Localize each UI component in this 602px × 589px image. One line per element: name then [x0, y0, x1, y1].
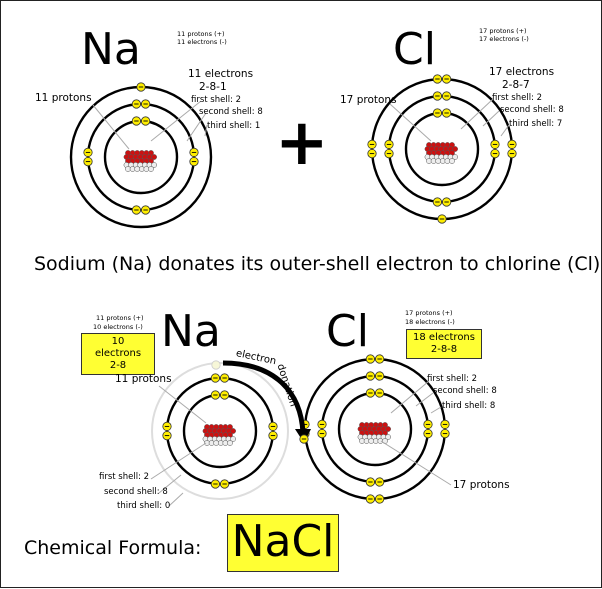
- top-na-proton-count: 11 protons (+): [177, 30, 225, 38]
- bottom-na-nucleus-particle: [230, 436, 236, 442]
- bottom-na-box-line-1: 10 electrons: [94, 336, 142, 359]
- top-na-shell-1-pointer: [150, 100, 202, 142]
- top-na-shell-2-pointer: [186, 112, 207, 142]
- top-cl-shell-3-pointer: [500, 124, 510, 137]
- bottom-na-shell-1: [182, 393, 258, 469]
- bottom-na-nucleus-particle: [227, 440, 233, 446]
- bottom-na-box-line-2: 2-8: [109, 360, 127, 371]
- top-cl-nucleus-particle: [449, 158, 455, 164]
- top-na-shell-3: third shell: 1: [207, 121, 261, 131]
- top-na-shell-2: second shell: 8: [199, 107, 263, 117]
- bottom-cl-shell-3: third shell: 8: [442, 401, 496, 411]
- bottom-na-shell-1-pointer: [150, 442, 207, 480]
- bottom-cl-box-line-1: 18 electrons: [413, 332, 475, 343]
- plus-sign: +: [275, 106, 329, 180]
- bottom-cl-proton-count: 17 protons (+): [405, 309, 453, 317]
- top-cl-shell-2-pointer: [482, 110, 500, 127]
- top-na-config: 2-8-1: [199, 81, 227, 93]
- bottom-na-shell-2-pointer: [158, 474, 182, 494]
- top-cl-electrons-title: 17 electrons: [489, 66, 555, 78]
- donation-caption: Sodium (Na) donates its outer-shell elec…: [34, 253, 601, 275]
- bottom-cl-shell-2: [320, 374, 430, 484]
- top-na-protons-label: 11 protons: [35, 92, 92, 104]
- bottom-na-symbol: Na: [161, 306, 221, 357]
- top-cl-nucleus-particle: [452, 154, 458, 160]
- bottom-cl-shell-1-pointer: [390, 380, 430, 414]
- formula-label: Chemical Formula:: [24, 537, 202, 559]
- bottom-cl-protons-label: 17 protons: [453, 479, 510, 491]
- bottom-na-protons-label: 11 protons: [115, 373, 172, 385]
- top-cl-config: 2-8-7: [502, 79, 530, 91]
- top-cl-shell-3: third shell: 7: [509, 119, 563, 129]
- top-cl-shell-2: [387, 94, 497, 204]
- top-na-electrons-title: 11 electrons: [188, 68, 254, 80]
- top-na-shell-1: [103, 119, 179, 195]
- bottom-cl-shell-1: first shell: 2: [427, 374, 478, 384]
- bottom-na-lost-electron: [211, 360, 221, 370]
- bottom-na-shell-1: first shell: 2: [99, 472, 150, 482]
- top-na-nucleus-particle: [151, 154, 157, 160]
- top-na-nucleus-particle: [148, 166, 154, 172]
- top-na-shell-3-pointer: [204, 124, 208, 137]
- top-cl-protons-pointer: [389, 103, 432, 142]
- top-cl-nucleus-particle: [452, 146, 458, 152]
- top-cl-shell-1-pointer: [460, 98, 494, 130]
- bottom-na-shell-3-pointer: [168, 492, 184, 507]
- bottom-cl-protons-pointer: [380, 440, 452, 486]
- bottom-cl-nucleus-particle: [385, 434, 391, 440]
- bottom-na-protons-pointer: [158, 385, 207, 424]
- bottom-cl-electron-box: 18 electrons 2-8-8: [406, 329, 482, 359]
- top-na-symbol: Na: [81, 24, 141, 75]
- bottom-cl-symbol: Cl: [326, 306, 369, 357]
- bottom-cl-shell-3-pointer: [430, 406, 442, 414]
- top-na-protons-pointer: [92, 104, 130, 150]
- bottom-cl-nucleus-particle: [385, 426, 391, 432]
- top-cl-shell-2: second shell: 8: [500, 105, 564, 115]
- bottom-na-nucleus-particle: [230, 428, 236, 434]
- bottom-na-shell-3: third shell: 0: [117, 501, 171, 511]
- top-cl-protons-label: 17 protons: [340, 94, 397, 106]
- bottom-na-electron-count: 10 electrons (-): [93, 323, 143, 331]
- bottom-cl-shell-1: [337, 391, 413, 467]
- bottom-na-proton-count: 11 protons (+): [96, 314, 144, 322]
- bottom-na-electron-box: 10 electrons 2-8: [81, 333, 155, 375]
- bottom-cl-box-line-2: 2-8-8: [430, 344, 458, 355]
- bottom-na-shell-2: second shell: 8: [104, 487, 168, 497]
- bottom-na-shell-2: [165, 376, 275, 486]
- top-cl-shell-1: [404, 111, 480, 187]
- top-na-shell-1: first shell: 2: [191, 95, 242, 105]
- top-cl-electron-count: 17 electrons (-): [479, 35, 529, 43]
- top-na-electron-count: 11 electrons (-): [177, 38, 227, 46]
- top-na-shell-2: [86, 102, 196, 212]
- formula-value: NaCl: [227, 514, 339, 572]
- top-na-nucleus-particle: [151, 162, 157, 168]
- top-cl-symbol: Cl: [393, 24, 436, 75]
- top-cl-shell-1: first shell: 2: [492, 93, 543, 103]
- top-cl-proton-count: 17 protons (+): [479, 27, 527, 35]
- donation-arrow: [222, 360, 306, 434]
- bottom-cl-shell-2: second shell: 8: [433, 386, 497, 396]
- bottom-cl-shell-2-pointer: [415, 392, 434, 407]
- bottom-cl-electron-count: 18 electrons (-): [405, 318, 455, 326]
